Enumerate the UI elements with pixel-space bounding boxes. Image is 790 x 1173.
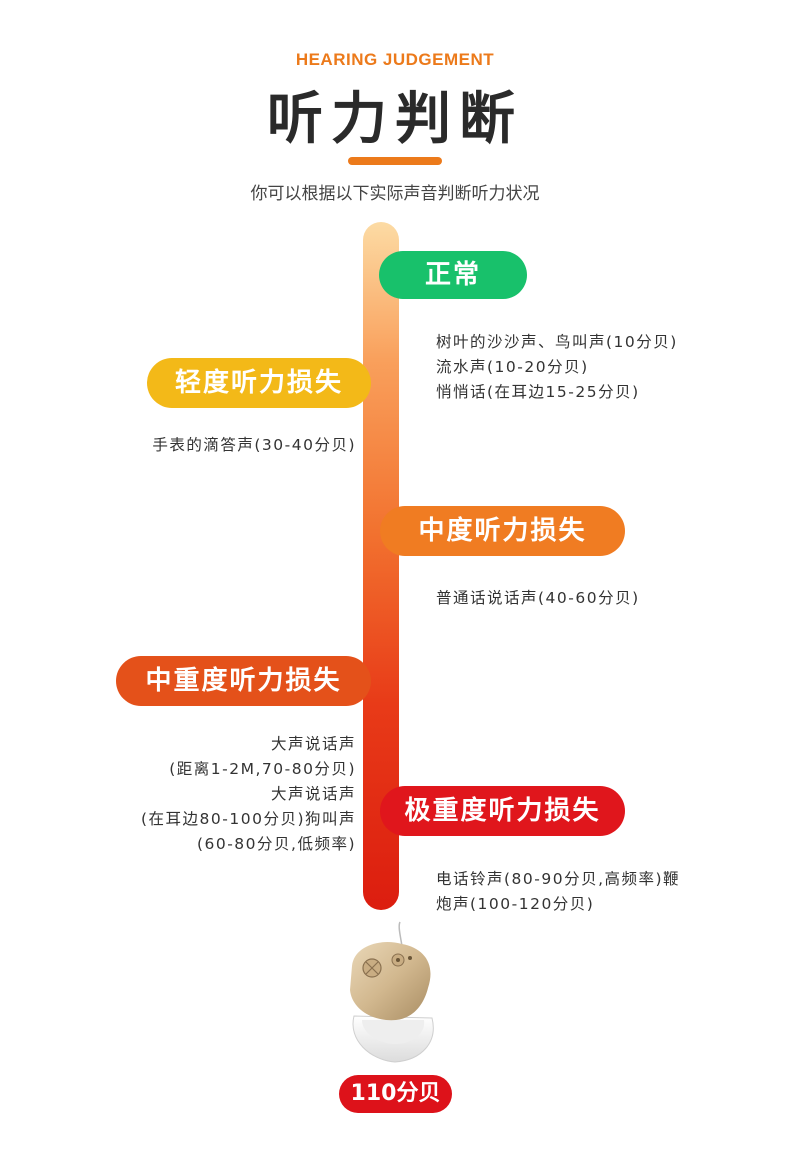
description-line: 普通话说话声(40-60分贝)	[436, 589, 640, 607]
level-severe-description: 电话铃声(80-90分贝,高频率)鞭 炮声(100-120分贝)	[436, 867, 680, 917]
level-severe-badge: 极重度听力损失	[380, 786, 625, 836]
eyebrow-title: HEARING JUDGEMENT	[295, 50, 495, 69]
level-mild-description: 手表的滴答声(30-40分贝)	[152, 433, 356, 458]
description-line: (60-80分贝,低频率)	[196, 835, 356, 853]
level-normal-description: 树叶的沙沙声、鸟叫声(10分贝) 流水声(10-20分贝) 悄悄话(在耳边15-…	[436, 330, 678, 405]
description-line: 手表的滴答声(30-40分贝)	[152, 436, 356, 454]
page-subtitle: 你可以根据以下实际声音判断听力状况	[250, 184, 540, 204]
description-line: (在耳边80-100分贝)狗叫声	[141, 810, 356, 828]
level-normal-badge: 正常	[379, 251, 527, 299]
level-moderate-description: 普通话说话声(40-60分贝)	[436, 586, 640, 611]
level-moderately-severe-description: 大声说话声 (距离1-2M,70-80分贝) 大声说话声 (在耳边80-100分…	[141, 732, 356, 857]
page-title: 听力判断	[267, 87, 523, 152]
description-line: 大声说话声	[270, 785, 356, 803]
description-line: (距离1-2M,70-80分贝)	[169, 760, 356, 778]
level-moderately-severe-badge: 中重度听力损失	[116, 656, 371, 706]
description-line: 炮声(100-120分贝)	[436, 895, 595, 913]
description-line: 悄悄话(在耳边15-25分贝)	[436, 383, 640, 401]
hearing-aid-icon	[340, 920, 450, 1070]
description-line: 流水声(10-20分贝)	[436, 358, 589, 376]
description-line: 树叶的沙沙声、鸟叫声(10分贝)	[436, 333, 678, 351]
description-line: 大声说话声	[270, 735, 356, 753]
max-level-badge: 110分贝	[339, 1075, 452, 1113]
description-line: 电话铃声(80-90分贝,高频率)鞭	[436, 870, 681, 888]
level-mild-badge: 轻度听力损失	[147, 358, 371, 408]
title-underline	[348, 157, 442, 165]
level-moderate-badge: 中度听力损失	[380, 506, 625, 556]
